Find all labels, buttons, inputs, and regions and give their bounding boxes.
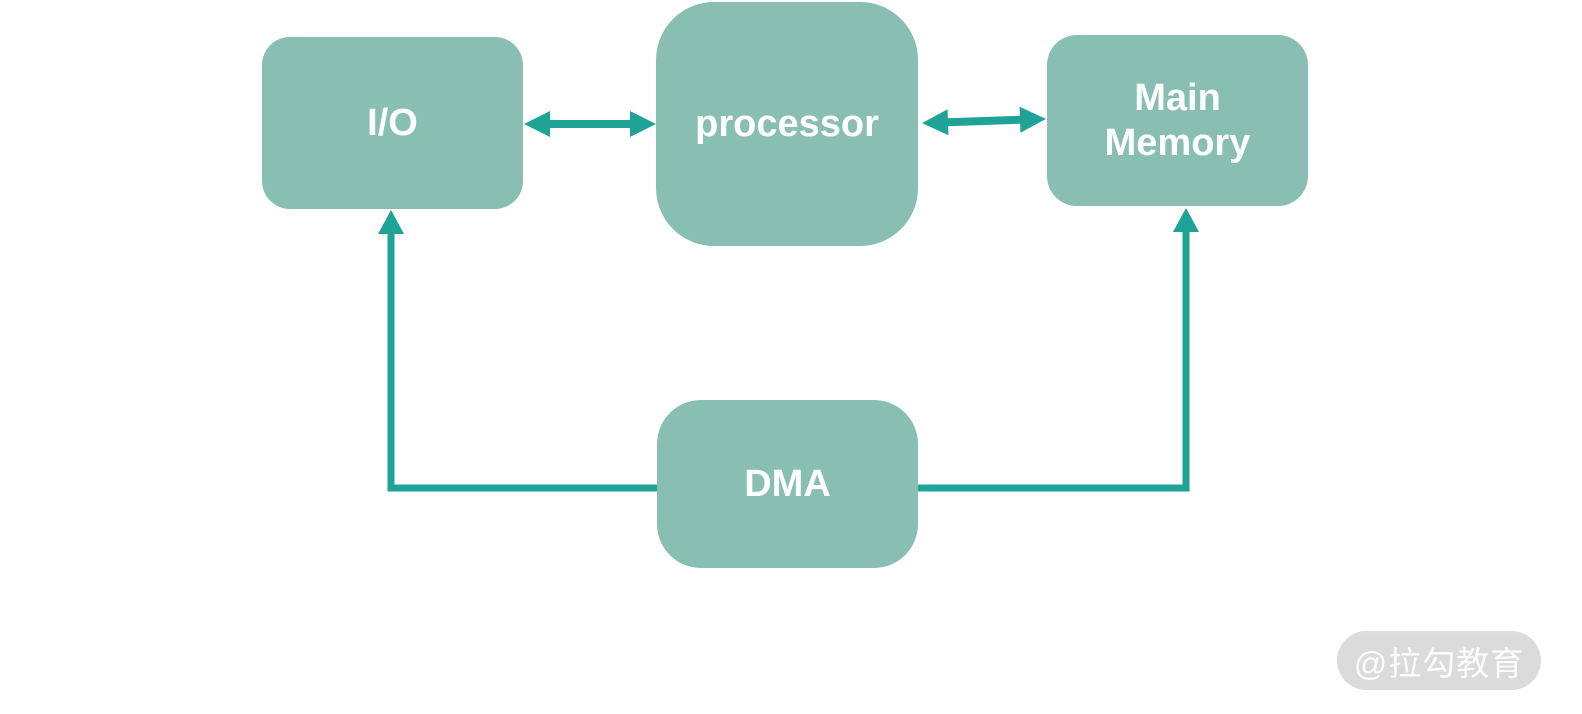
node-dma-label: DMA — [744, 462, 831, 505]
node-main-memory-label: Main Memory — [1104, 76, 1251, 164]
node-dma: DMA — [657, 400, 918, 568]
edge-io-processor-double-arrow — [524, 111, 656, 137]
arrowhead-left-icon — [922, 109, 949, 136]
watermark-badge: @拉勾教育 — [1337, 631, 1541, 690]
arrowhead-right-icon — [630, 111, 656, 137]
arrowhead-up-icon — [378, 210, 404, 234]
edge-dma-mainmemory-elbow-arrow — [787, 208, 1199, 492]
node-processor: processor — [656, 2, 918, 246]
edge-dma-io-elbow-arrow — [378, 210, 787, 492]
watermark-text: @拉勾教育 — [1353, 644, 1525, 682]
node-processor-label: processor — [695, 102, 879, 145]
node-main-memory: Main Memory — [1047, 35, 1308, 206]
arrowhead-up-icon — [1173, 208, 1199, 232]
node-io: I/O — [262, 37, 523, 209]
edge-processor-mainmemory-double-arrow — [922, 106, 1046, 136]
arrowhead-right-icon — [1019, 106, 1046, 133]
node-io-label: I/O — [367, 101, 418, 144]
arrowhead-left-icon — [524, 111, 550, 137]
